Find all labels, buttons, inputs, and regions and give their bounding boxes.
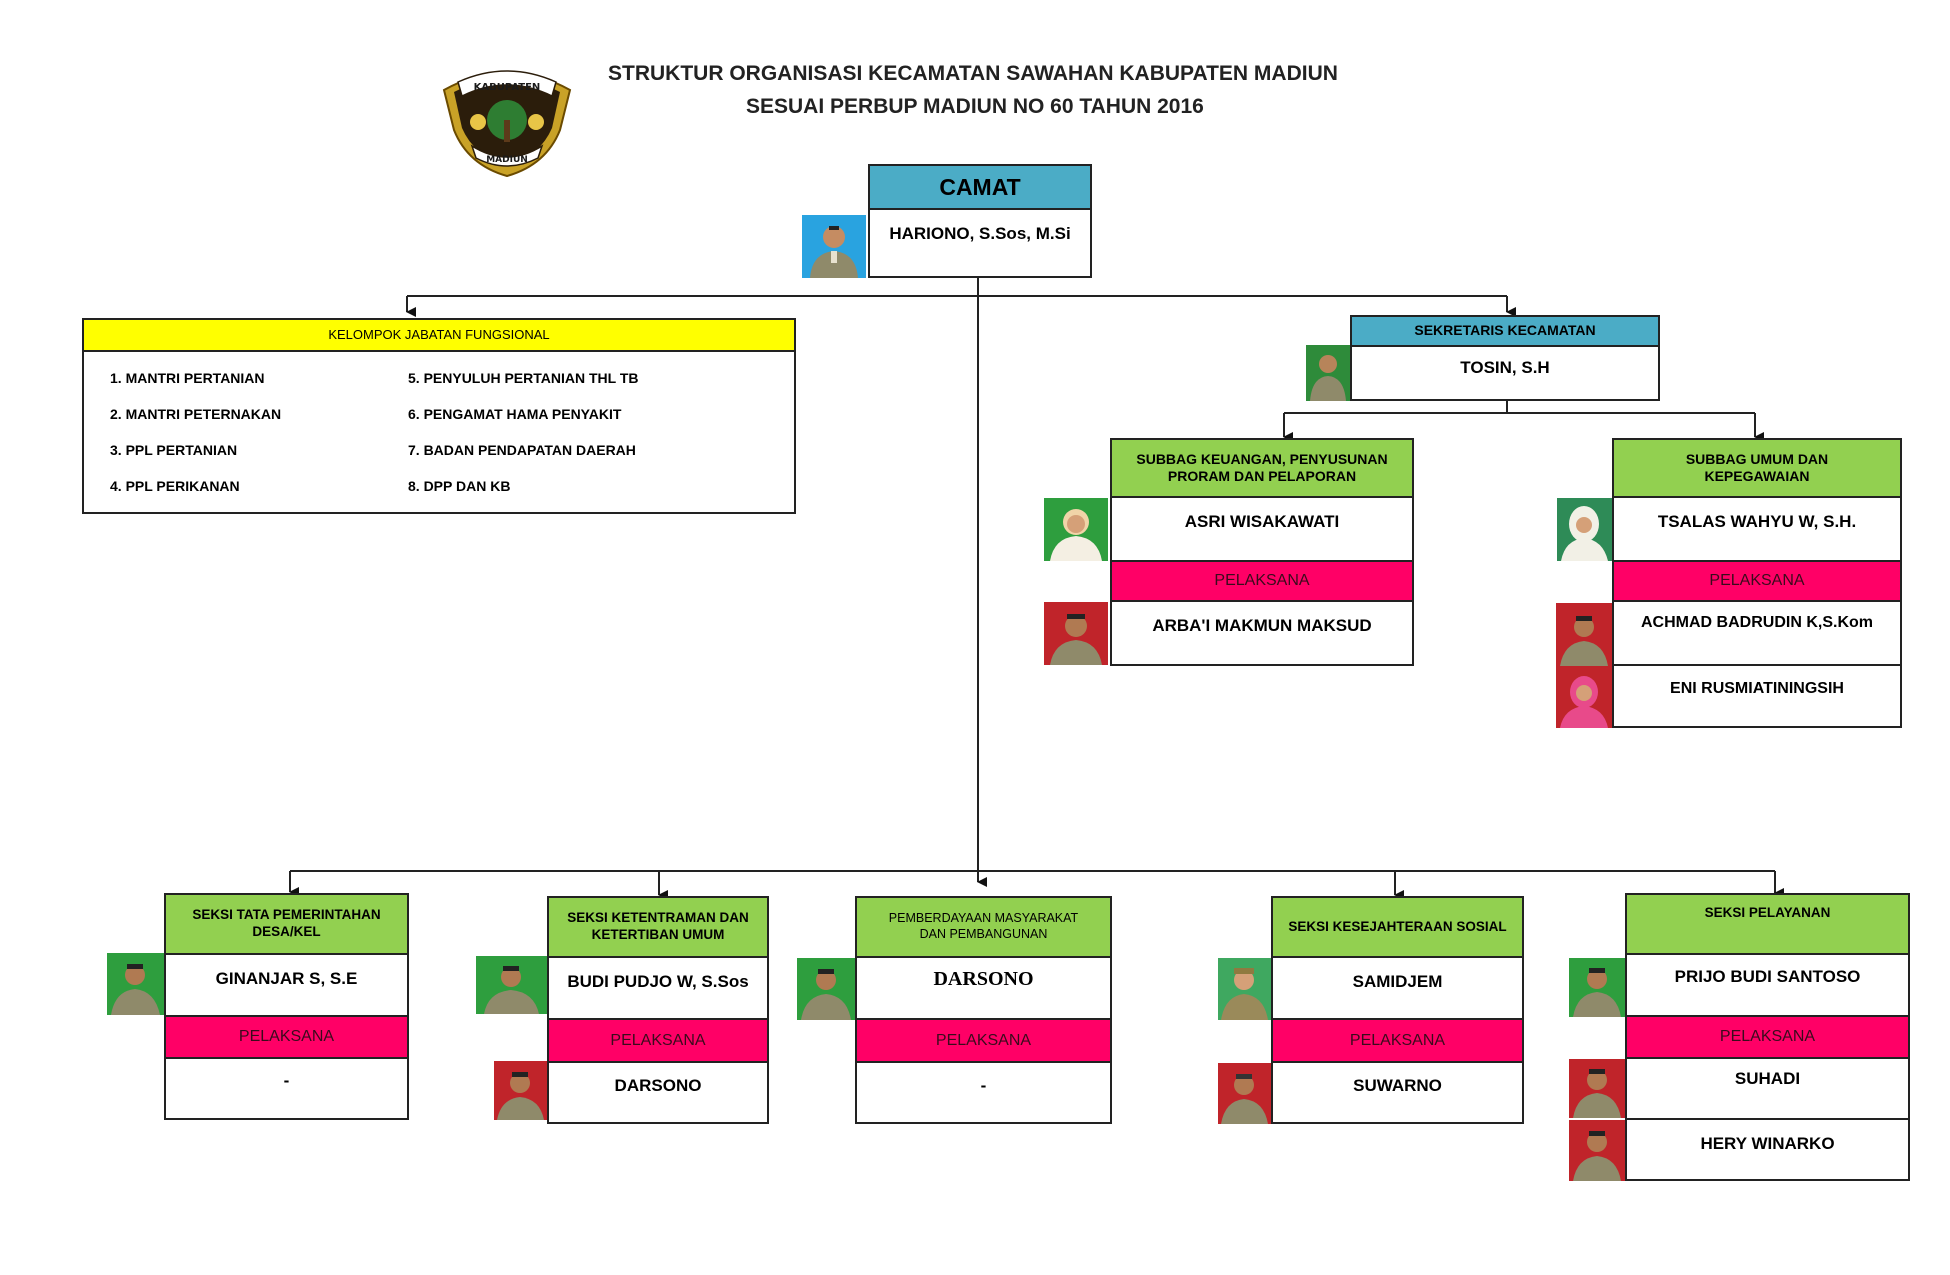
subbag-umum-photo bbox=[1557, 498, 1612, 561]
seksi-pelayanan-pelaksana-1: SUHADI bbox=[1625, 1057, 1910, 1120]
subbag-keuangan-name: ASRI WISAKAWATI bbox=[1110, 496, 1414, 562]
fungsional-item: 2. MANTRI PETERNAKAN bbox=[110, 406, 282, 422]
camat-photo bbox=[802, 215, 866, 278]
seksi-pelayanan-pelaksana-1-photo bbox=[1569, 1059, 1625, 1118]
sekretaris-title: SEKRETARIS KECAMATAN bbox=[1350, 315, 1660, 347]
seksi-kesejahteraan-pelaksana-photo bbox=[1218, 1063, 1271, 1124]
seksi-tata-pemerintahan-name: GINANJAR S, S.E bbox=[164, 953, 409, 1017]
subbag-umum-pelaksana-2: ENI RUSMIATININGSIH bbox=[1612, 664, 1902, 728]
seksi-ketentraman-name: BUDI PUDJO W, S.Sos bbox=[547, 956, 769, 1020]
camat-name: HARIONO, S.Sos, M.Si bbox=[868, 208, 1092, 278]
camat-title: CAMAT bbox=[868, 164, 1092, 210]
seksi-tata-pemerintahan-title: SEKSI TATA PEMERINTAHAN DESA/KEL bbox=[164, 893, 409, 955]
subbag-keuangan-photo bbox=[1044, 498, 1108, 561]
fungsional-item: 1. MANTRI PERTANIAN bbox=[110, 370, 265, 386]
seksi-tata-pemerintahan-photo bbox=[107, 953, 164, 1015]
seksi-pelayanan-pelaksana-2: HERY WINARKO bbox=[1625, 1118, 1910, 1181]
sekretaris-photo bbox=[1306, 345, 1350, 401]
subbag-keuangan-pelaksana-label: PELAKSANA bbox=[1110, 560, 1414, 602]
subbag-keuangan-title: SUBBAG KEUANGAN, PENYUSUNAN PRORAM DAN P… bbox=[1110, 438, 1414, 498]
chart-subtitle: SESUAI PERBUP MADIUN NO 60 TAHUN 2016 bbox=[746, 95, 1204, 118]
subbag-umum-pelaksana-label: PELAKSANA bbox=[1612, 560, 1902, 602]
seksi-pelayanan-pelaksana-label: PELAKSANA bbox=[1625, 1015, 1910, 1059]
subbag-keuangan-pelaksana-photo bbox=[1044, 602, 1108, 665]
subbag-umum-title: SUBBAG UMUM DAN KEPEGAWAIAN bbox=[1612, 438, 1902, 498]
subbag-umum-pelaksana-1-photo bbox=[1556, 603, 1612, 666]
subbag-keuangan-pelaksana-1: ARBA'I MAKMUN MAKSUD bbox=[1110, 600, 1414, 666]
seksi-ketentraman-pelaksana-label: PELAKSANA bbox=[547, 1018, 769, 1063]
seksi-kesejahteraan-photo bbox=[1218, 958, 1271, 1020]
seksi-tata-pemerintahan-pelaksana-label: PELAKSANA bbox=[164, 1015, 409, 1059]
seksi-pelayanan-title: SEKSI PELAYANAN bbox=[1625, 893, 1910, 955]
kabupaten-madiun-logo: KABUPATEN MADIUN bbox=[436, 60, 578, 178]
seksi-tata-pemerintahan-pelaksana-1: - bbox=[164, 1057, 409, 1120]
fungsional-title: KELOMPOK JABATAN FUNGSIONAL bbox=[82, 318, 796, 352]
subbag-umum-pelaksana-2-photo bbox=[1556, 666, 1612, 728]
seksi-kesejahteraan-pelaksana-label: PELAKSANA bbox=[1271, 1018, 1524, 1063]
seksi-ketentraman-photo bbox=[476, 956, 547, 1014]
seksi-pelayanan-name: PRIJO BUDI SANTOSO bbox=[1625, 953, 1910, 1017]
seksi-ketentraman-pelaksana-photo bbox=[494, 1061, 547, 1120]
subbag-umum-pelaksana-1: ACHMAD BADRUDIN K,S.Kom bbox=[1612, 600, 1902, 666]
svg-text:MADIUN: MADIUN bbox=[486, 155, 528, 165]
fungsional-item: 7. BADAN PENDAPATAN DAERAH bbox=[408, 442, 636, 458]
seksi-ketentraman-title: SEKSI KETENTRAMAN DAN KETERTIBAN UMUM bbox=[547, 896, 769, 958]
seksi-kesejahteraan-pelaksana-1: SUWARNO bbox=[1271, 1061, 1524, 1124]
fungsional-item: 3. PPL PERTANIAN bbox=[110, 442, 238, 458]
seksi-pemberdayaan-title: PEMBERDAYAAN MASYARAKAT DAN PEMBANGUNAN bbox=[855, 896, 1112, 958]
seksi-pemberdayaan-name: DARSONO bbox=[855, 956, 1112, 1020]
fungsional-item: 6. PENGAMAT HAMA PENYAKIT bbox=[408, 406, 622, 422]
sekretaris-name: TOSIN, S.H bbox=[1350, 345, 1660, 401]
seksi-pemberdayaan-photo bbox=[797, 958, 855, 1020]
chart-title: STRUKTUR ORGANISASI KECAMATAN SAWAHAN KA… bbox=[608, 62, 1338, 85]
fungsional-list: 1. MANTRI PERTANIAN 2. MANTRI PETERNAKAN… bbox=[82, 350, 796, 514]
svg-text:KABUPATEN: KABUPATEN bbox=[474, 82, 541, 93]
seksi-ketentraman-pelaksana-1: DARSONO bbox=[547, 1061, 769, 1124]
seksi-pemberdayaan-pelaksana-1: - bbox=[855, 1061, 1112, 1124]
seksi-pelayanan-photo bbox=[1569, 958, 1625, 1017]
subbag-umum-name: TSALAS WAHYU W, S.H. bbox=[1612, 496, 1902, 562]
seksi-pemberdayaan-pelaksana-label: PELAKSANA bbox=[855, 1018, 1112, 1063]
fungsional-item: 8. DPP DAN KB bbox=[408, 478, 511, 494]
fungsional-item: 4. PPL PERIKANAN bbox=[110, 478, 240, 494]
seksi-pelayanan-pelaksana-2-photo bbox=[1569, 1120, 1625, 1181]
fungsional-item: 5. PENYULUH PERTANIAN THL TB bbox=[408, 370, 639, 386]
seksi-kesejahteraan-title: SEKSI KESEJAHTERAAN SOSIAL bbox=[1271, 896, 1524, 958]
seksi-kesejahteraan-name: SAMIDJEM bbox=[1271, 956, 1524, 1020]
